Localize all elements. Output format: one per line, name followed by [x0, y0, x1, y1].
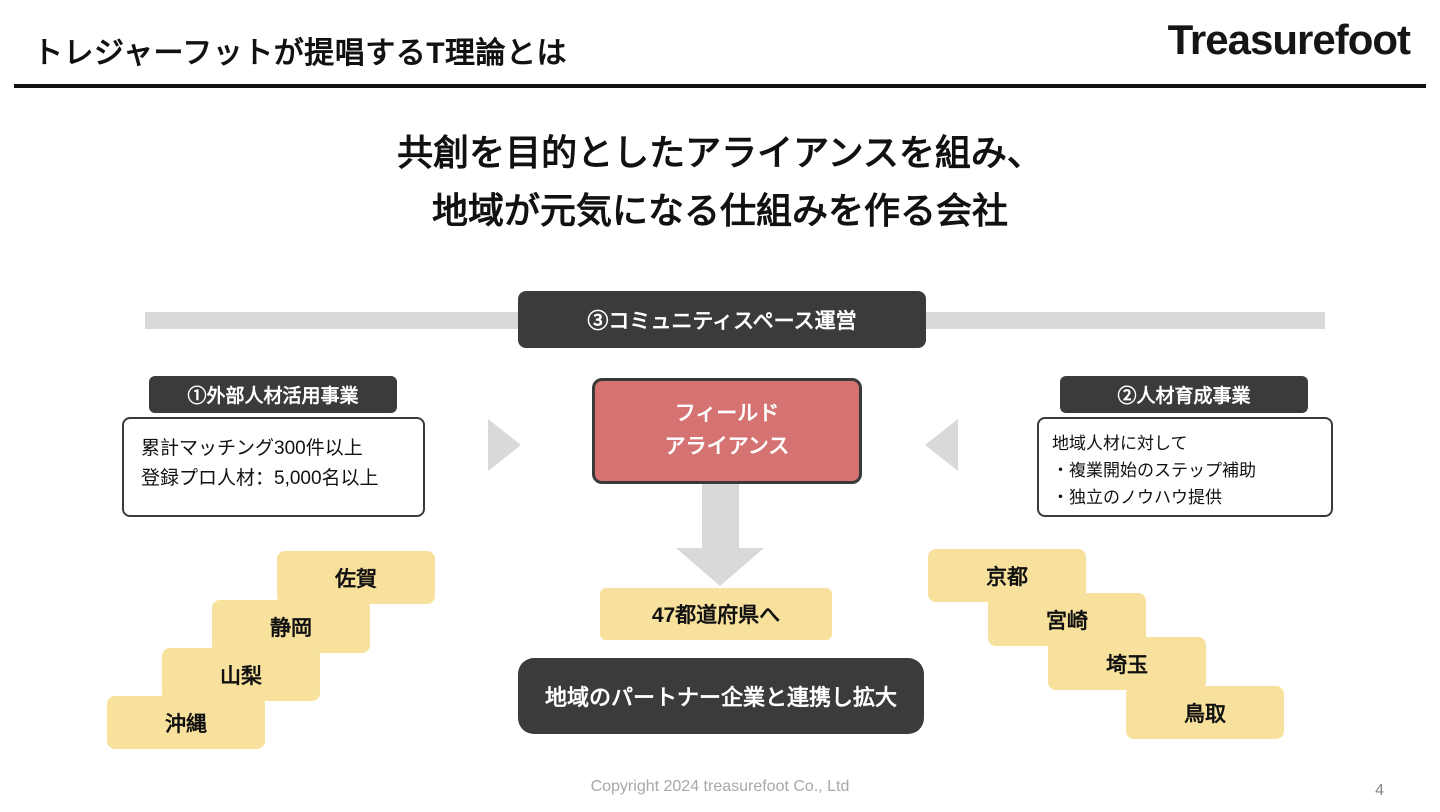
- field-alliance-line-2: アライアンス: [664, 435, 790, 458]
- headline-line-1: 共創を目的としたアライアンスを組み、: [397, 132, 1043, 173]
- prefecture-label: 宮崎: [1046, 609, 1088, 633]
- partner-expansion-banner: 地域のパートナー企業と連携し拡大: [518, 658, 924, 734]
- page-title: トレジャーフットが提唱するT理論とは: [33, 37, 568, 70]
- field-alliance-line-1: フィールド: [674, 402, 780, 426]
- talent-development-badge-label: ②人材育成事業: [1117, 386, 1251, 407]
- prefectures-expansion-label: 47都道府県へ: [651, 604, 781, 627]
- prefecture-box-saga: 佐賀: [277, 551, 435, 604]
- field-alliance-box: フィールド アライアンス: [592, 378, 862, 484]
- external-talent-info-box: 累計マッチング300件以上 登録プロ人材：5,000名以上: [122, 417, 425, 517]
- prefecture-label: 静岡: [270, 616, 312, 640]
- prefecture-box-okinawa: 沖縄: [107, 696, 265, 749]
- brand-logo: Treasurefoot: [1167, 16, 1411, 63]
- prefectures-expansion-box: 47都道府県へ: [600, 588, 832, 640]
- headline: 共創を目的としたアライアンスを組み、 地域が元気になる仕組みを作る会社: [0, 124, 1440, 241]
- page-number: 4: [1375, 782, 1384, 799]
- prefecture-label: 沖縄: [165, 712, 207, 736]
- talent-development-info-box: 地域人材に対して ・複業開始のステップ補助 ・独立のノウハウ提供: [1037, 417, 1333, 517]
- left-pointing-arrow-icon: [925, 419, 958, 471]
- external-talent-badge: ①外部人材活用事業: [149, 376, 397, 413]
- talent-development-line-3: ・独立のノウハウ提供: [1052, 488, 1222, 508]
- prefecture-label: 鳥取: [1184, 702, 1226, 726]
- external-talent-line-1: 累計マッチング300件以上: [141, 438, 363, 459]
- down-arrow-shaft: [702, 484, 739, 549]
- prefecture-box-tottori: 鳥取: [1126, 686, 1284, 739]
- prefecture-label: 佐賀: [335, 567, 377, 591]
- talent-development-line-1: 地域人材に対して: [1052, 434, 1188, 453]
- community-space-label: ③コミュニティスペース運営: [587, 309, 857, 333]
- talent-development-line-2: ・複業開始のステップ補助: [1052, 461, 1256, 481]
- prefecture-label: 山梨: [220, 664, 262, 688]
- prefecture-box-shizuoka: 静岡: [212, 600, 370, 653]
- prefecture-box-yamanashi: 山梨: [162, 648, 320, 701]
- talent-development-badge: ②人材育成事業: [1060, 376, 1308, 413]
- down-arrow-head: [676, 548, 764, 586]
- partner-expansion-label: 地域のパートナー企業と連携し拡大: [544, 685, 897, 710]
- headline-line-2: 地域が元気になる仕組みを作る会社: [431, 190, 1008, 232]
- external-talent-badge-label: ①外部人材活用事業: [187, 386, 359, 407]
- right-pointing-arrow-icon: [488, 419, 521, 471]
- prefecture-label: 埼玉: [1106, 653, 1148, 677]
- prefecture-label: 京都: [986, 565, 1028, 589]
- header-divider: [14, 84, 1426, 88]
- community-space-banner: ③コミュニティスペース運営: [518, 291, 926, 348]
- prefecture-box-saitama: 埼玉: [1048, 637, 1206, 690]
- copyright-text: Copyright 2024 treasurefoot Co., Ltd: [590, 778, 850, 795]
- external-talent-line-2: 登録プロ人材：5,000名以上: [141, 468, 379, 490]
